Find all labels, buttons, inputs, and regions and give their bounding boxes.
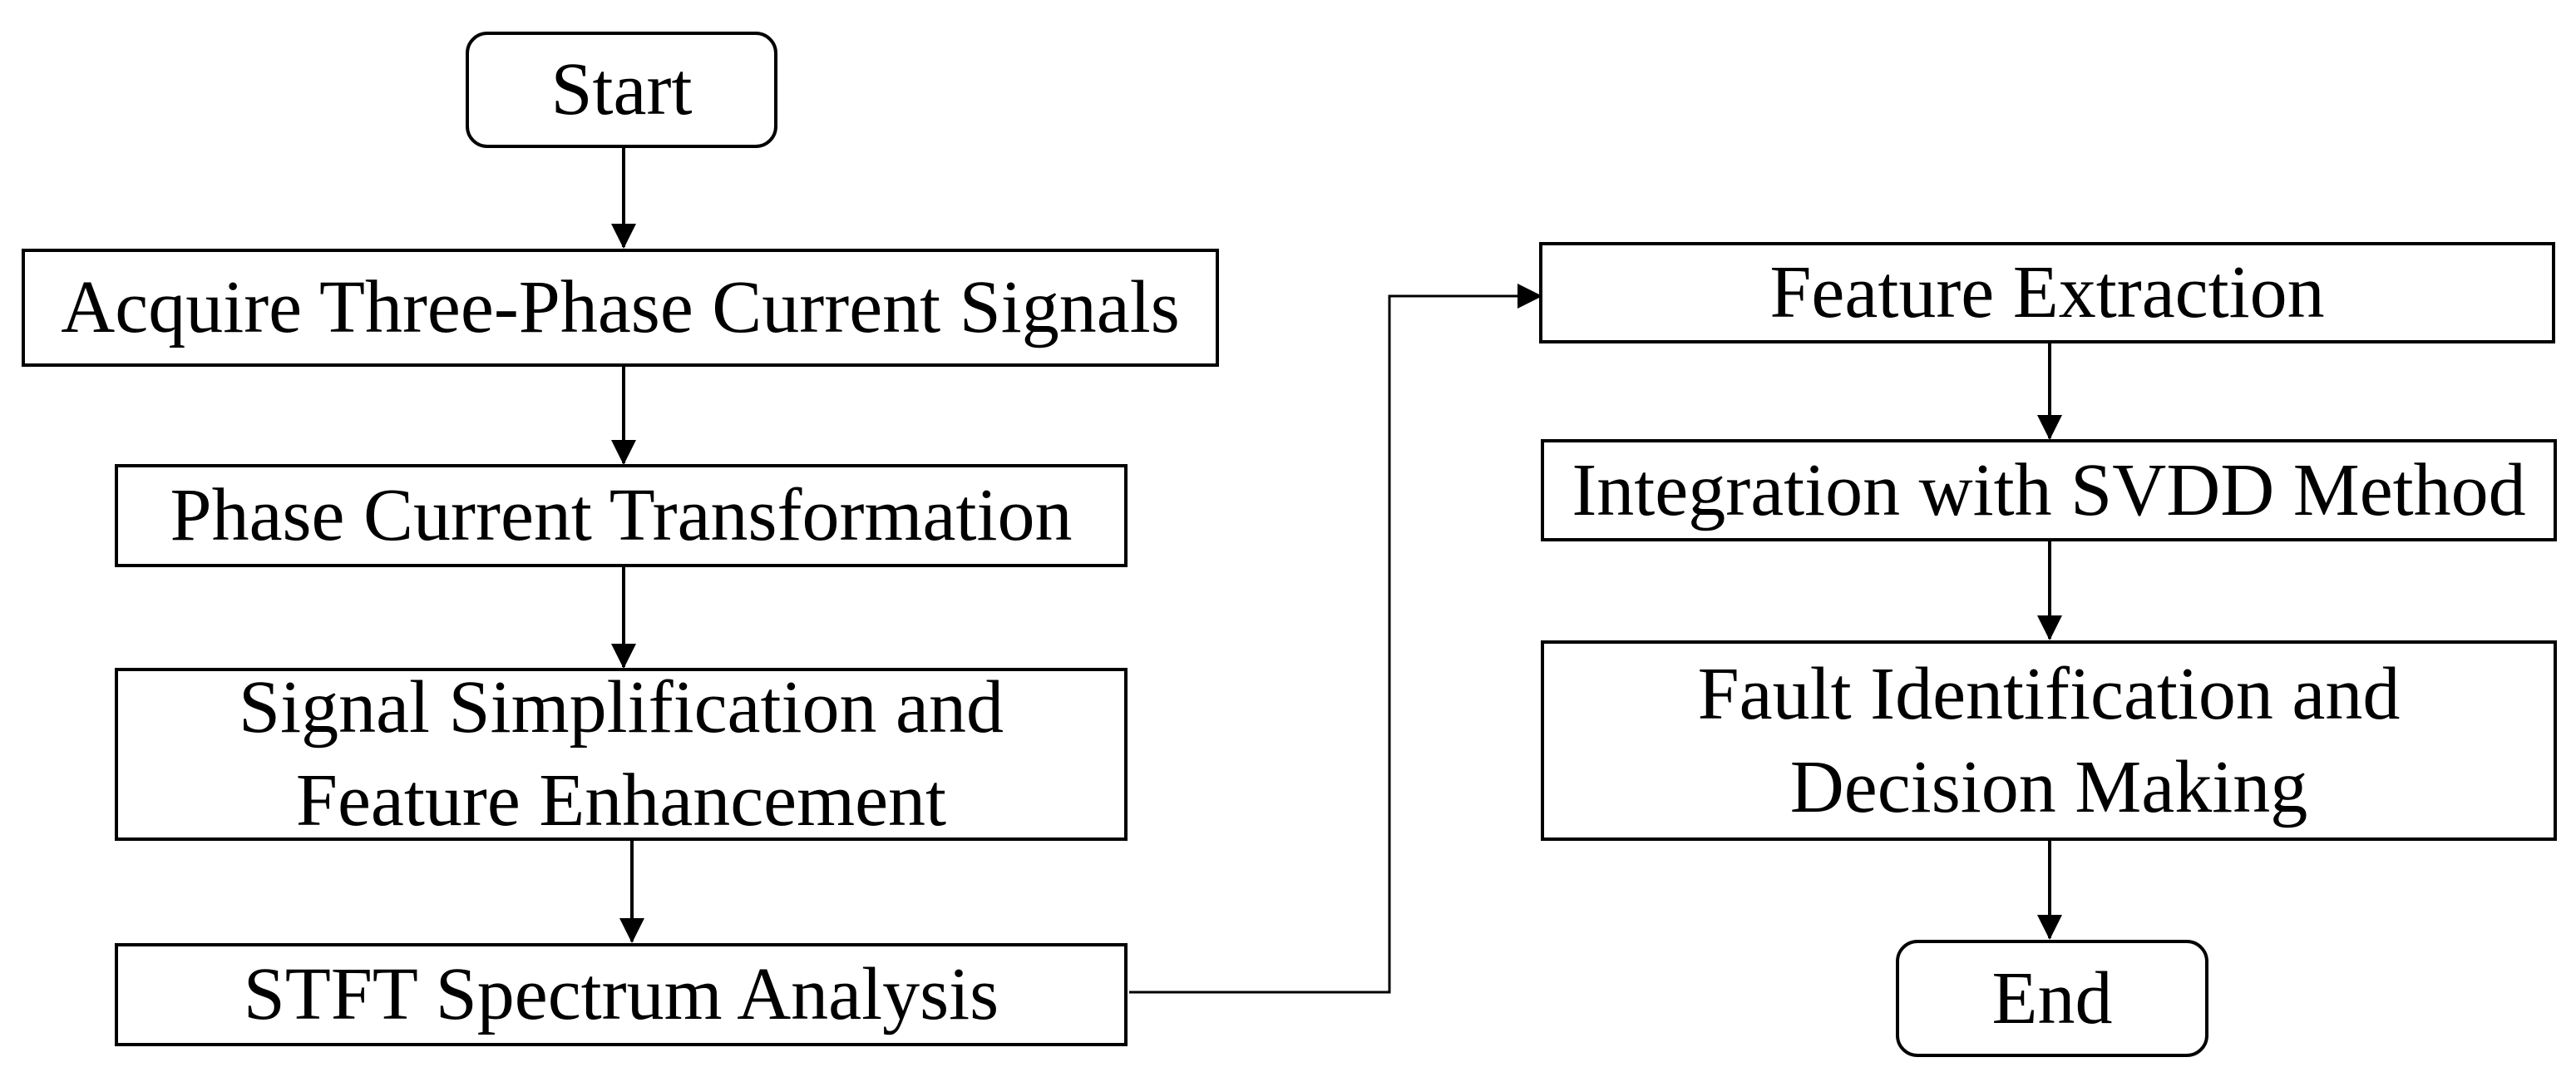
stft-analysis-node: STFT Spectrum Analysis bbox=[115, 943, 1128, 1046]
start-node: Start bbox=[466, 32, 777, 148]
start-node-label: Start bbox=[550, 48, 693, 131]
signal-simplification-label-line2: Feature Enhancement bbox=[295, 759, 947, 842]
fault-identification-label-line1: Fault Identification and bbox=[1697, 652, 2401, 735]
svdd-integration-label: Integration with SVDD Method bbox=[1572, 448, 2526, 531]
acquire-signals-node: Acquire Three-Phase Current Signals bbox=[22, 249, 1219, 367]
feature-extraction-label: Feature Extraction bbox=[1769, 251, 2325, 334]
feature-extraction-node: Feature Extraction bbox=[1539, 242, 2555, 343]
signal-simplification-node: Signal Simplification and Feature Enhanc… bbox=[115, 666, 1128, 842]
signal-simplification-label-line1: Signal Simplification and bbox=[239, 666, 1004, 749]
arrow-stft-to-feature bbox=[1129, 284, 1542, 994]
svdd-integration-node: Integration with SVDD Method bbox=[1541, 439, 2557, 541]
phase-transform-node: Phase Current Transformation bbox=[115, 464, 1128, 567]
end-node-label: End bbox=[1991, 956, 2113, 1040]
phase-transform-label: Phase Current Transformation bbox=[170, 474, 1073, 556]
acquire-signals-label: Acquire Three-Phase Current Signals bbox=[61, 266, 1180, 348]
fault-identification-node: Fault Identification and Decision Making bbox=[1541, 640, 2557, 841]
stft-analysis-label: STFT Spectrum Analysis bbox=[243, 953, 999, 1035]
fault-identification-label-line2: Decision Making bbox=[1789, 745, 2308, 828]
end-node: End bbox=[1896, 940, 2208, 1057]
